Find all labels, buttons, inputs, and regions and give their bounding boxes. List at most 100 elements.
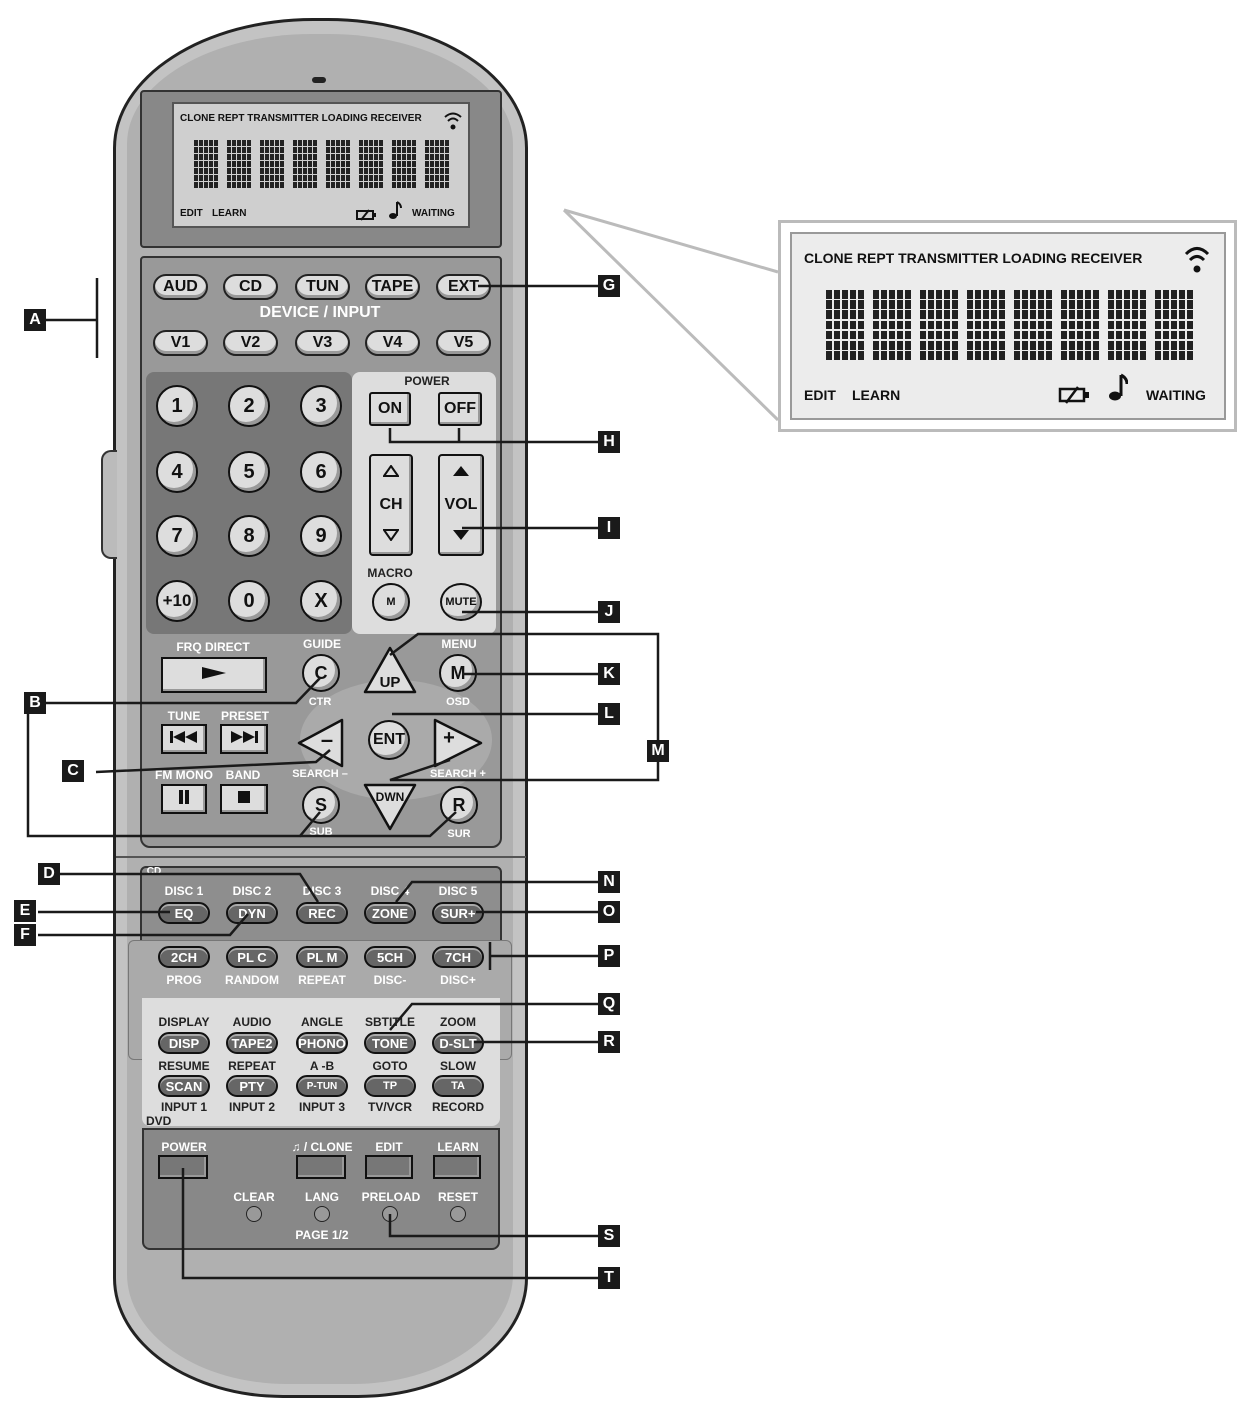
lang-button[interactable] [314,1206,330,1222]
num-button-3[interactable]: 3 [300,385,342,427]
7ch-button[interactable]: 7CH [432,946,484,968]
5ch-button[interactable]: 5CH [364,946,416,968]
tune-prev-button[interactable] [161,724,207,754]
num-button-8[interactable]: 8 [228,515,270,557]
input-3-label: INPUT 3 [298,1100,345,1114]
device-button-tape[interactable]: TAPE [365,274,420,300]
fm-mono-label: FM MONO [155,768,213,782]
pty-button[interactable]: PTY [226,1075,278,1097]
band-button[interactable] [220,784,268,814]
volume-rocker[interactable]: VOL [438,454,484,556]
fm-mono-button[interactable] [161,784,207,814]
channel-rocker[interactable]: CH [369,454,413,556]
band-label: BAND [225,768,261,782]
callout-k: K [598,663,620,685]
disc-4-label: DISC 4 [370,884,410,898]
num-button-plus10[interactable]: +10 [156,580,198,622]
left-minus-button[interactable] [296,717,346,774]
resume-label: RESUME [158,1059,210,1073]
disp-button[interactable]: DISP [158,1032,210,1054]
record-label: RECORD [431,1100,484,1114]
scan-button[interactable]: SCAN [158,1075,210,1097]
edit-button[interactable] [365,1155,413,1179]
callout-p: P [598,945,620,967]
plm-button[interactable]: PL M [296,946,348,968]
guide-label: GUIDE [302,637,341,651]
zone-button[interactable]: ZONE [364,902,416,924]
down-button[interactable] [362,782,418,837]
num-button-2[interactable]: 2 [228,385,270,427]
num-button-5[interactable]: 5 [228,451,270,493]
prog-label: PROG [166,973,202,987]
clear-button[interactable] [246,1206,262,1222]
triangle-up-outline-icon [382,464,400,482]
num-button-x[interactable]: X [300,580,342,622]
guide-c-button[interactable]: C [302,654,340,692]
num-button-1[interactable]: 1 [156,385,198,427]
tp-button[interactable]: TP [364,1075,416,1097]
macro-button[interactable]: M [372,583,410,621]
rec-button[interactable]: REC [296,902,348,924]
clone-button[interactable] [296,1155,346,1179]
d-slt-button[interactable]: D-SLT [432,1032,484,1054]
device-button-v5[interactable]: V5 [436,330,491,356]
device-button-v1[interactable]: V1 [153,330,208,356]
callout-q: Q [598,993,620,1015]
disc-2-label: DISC 2 [232,884,272,898]
disc-minus-label: DISC- [373,973,407,987]
learn-button[interactable] [433,1155,481,1179]
menu-label: MENU [441,637,477,651]
ta-button[interactable]: TA [432,1075,484,1097]
macro-label: MACRO [367,566,413,580]
power-off-button[interactable]: OFF [438,392,482,426]
frq-direct-button[interactable] [161,657,267,693]
lcd-character-cell [194,140,218,188]
num-button-7[interactable]: 7 [156,515,198,557]
mute-button[interactable]: MUTE [440,583,482,621]
up-button[interactable] [362,645,418,700]
device-button-tun[interactable]: TUN [295,274,350,300]
num-button-4[interactable]: 4 [156,451,198,493]
r-button[interactable]: R [440,786,478,824]
random-label: RANDOM [225,973,279,987]
preset-label: PRESET [220,709,269,723]
device-button-v2[interactable]: V2 [223,330,278,356]
num-button-6[interactable]: 6 [300,451,342,493]
clear-label: CLEAR [233,1190,275,1204]
music-note-icon [388,200,402,225]
disc-1-label: DISC 1 [164,884,204,898]
skip-forward-icon [229,730,259,748]
enter-button[interactable]: ENT [368,720,410,760]
num-button-9[interactable]: 9 [300,515,342,557]
input-2-label: INPUT 2 [228,1100,275,1114]
lcd-zoom-top-text: CLONE REPT TRANSMITTER LOADING RECEIVER [804,250,1143,266]
reset-button[interactable] [450,1206,466,1222]
callout-c: C [62,760,84,782]
device-button-aud[interactable]: AUD [153,274,208,300]
triangle-down-outline-icon [382,528,400,546]
edit-label: EDIT [375,1140,403,1154]
right-plus-button[interactable] [432,717,484,774]
setup-power-label: POWER [161,1140,207,1154]
2ch-button[interactable]: 2CH [158,946,210,968]
device-input-label: DEVICE / INPUT [259,304,381,321]
callout-j: J [598,601,620,623]
callout-d: D [38,863,60,885]
input-1-label: INPUT 1 [160,1100,207,1114]
s-button[interactable]: S [302,786,340,824]
preset-next-button[interactable] [220,724,268,754]
battery-icon [1058,386,1092,409]
device-button-v4[interactable]: V4 [365,330,420,356]
reset-label: RESET [437,1190,478,1204]
callout-m: M [647,740,669,762]
tape2-button[interactable]: TAPE2 [226,1032,278,1054]
device-button-v3[interactable]: V3 [295,330,350,356]
p-tun-button[interactable]: P-TUN [296,1075,348,1097]
plc-button[interactable]: PL C [226,946,278,968]
device-button-cd[interactable]: CD [223,274,278,300]
device-button-ext[interactable]: EXT [436,274,491,300]
num-button-0[interactable]: 0 [228,580,270,622]
power-on-button[interactable]: ON [369,392,411,426]
tone-button[interactable]: TONE [364,1032,416,1054]
phono-button[interactable]: PHONO [296,1032,348,1054]
